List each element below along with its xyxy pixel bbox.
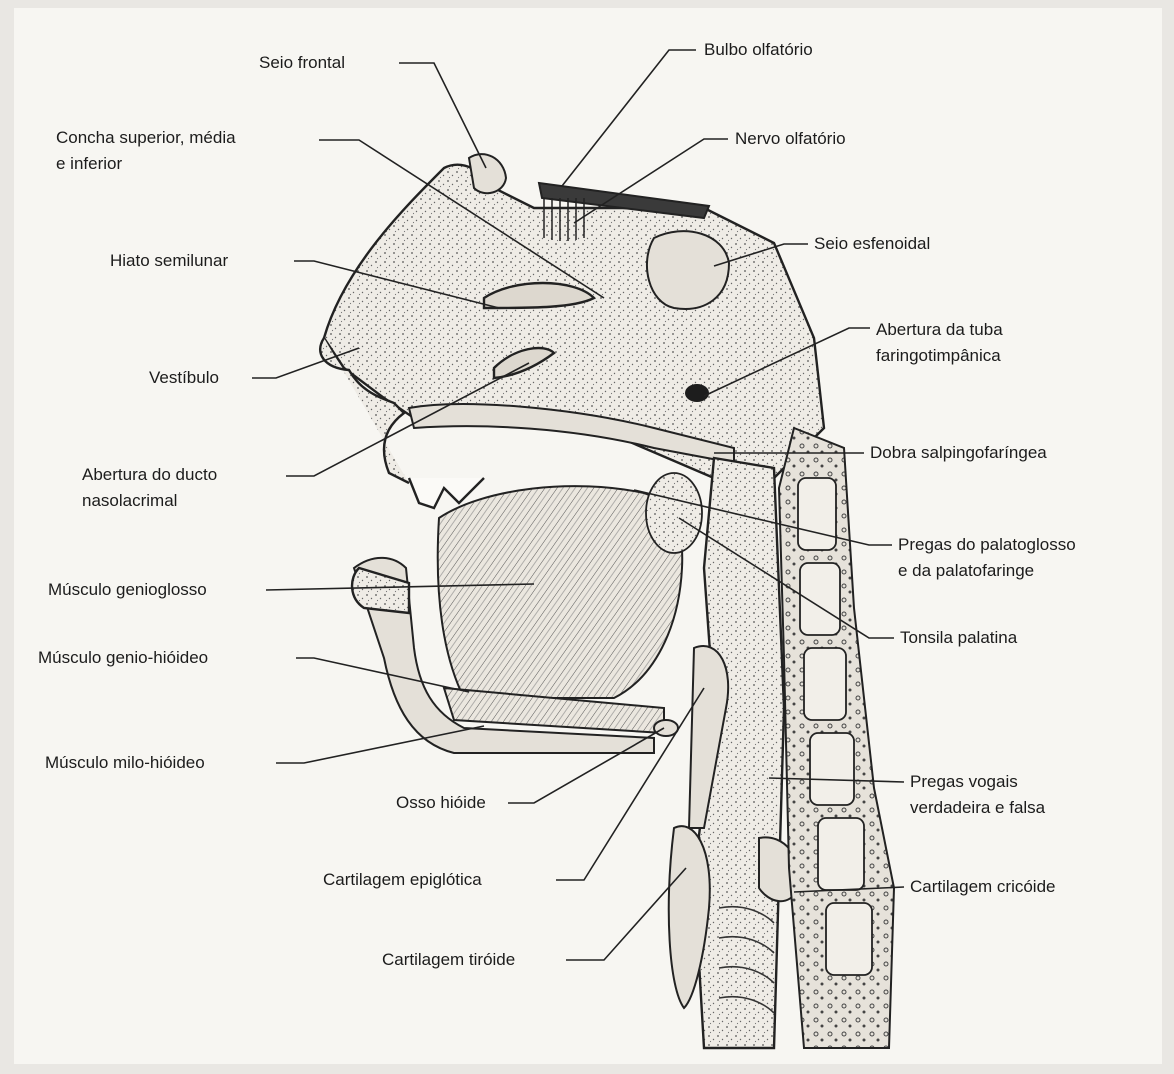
label-osso-hioide: Osso hióide	[396, 793, 486, 812]
label-esfenoidal: Seio esfenoidal	[814, 234, 930, 253]
label-ducto-line1: Abertura do ducto	[82, 465, 217, 484]
hyoid-bone	[654, 720, 678, 736]
label-seio-frontal: Seio frontal	[259, 53, 345, 72]
label-milo-hioideo: Músculo milo-hióideo	[45, 753, 205, 772]
sagittal-head-diagram: Seio frontal Concha superior, média e in…	[14, 8, 1162, 1064]
label-pregas-pal-line1: Pregas do palatoglosso	[898, 535, 1076, 554]
label-vogais-line2: verdadeira e falsa	[910, 798, 1046, 817]
label-vestibulo: Vestíbulo	[149, 368, 219, 387]
label-pregas-pal-line2: e da palatofaringe	[898, 561, 1034, 580]
label-ducto-line2: nasolacrimal	[82, 491, 177, 510]
label-epiglotica: Cartilagem epiglótica	[323, 870, 482, 889]
label-nervo: Nervo olfatório	[735, 129, 846, 148]
label-genio-hioideo: Músculo genio-hióideo	[38, 648, 208, 667]
tube-opening	[685, 384, 709, 402]
label-genioglosso: Músculo genioglosso	[48, 580, 207, 599]
label-salpingo: Dobra salpingofaríngea	[870, 443, 1047, 462]
label-hiato: Hiato semilunar	[110, 251, 228, 270]
label-bulbo: Bulbo olfatório	[704, 40, 813, 59]
palatine-tonsil	[646, 473, 702, 553]
label-concha-line2: e inferior	[56, 154, 122, 173]
label-tiroide: Cartilagem tiróide	[382, 950, 515, 969]
sphenoid-sinus	[647, 231, 729, 309]
label-vogais-line1: Pregas vogais	[910, 772, 1018, 791]
label-cricoide: Cartilagem cricóide	[910, 877, 1056, 896]
label-tonsila: Tonsila palatina	[900, 628, 1018, 647]
label-concha-line1: Concha superior, média	[56, 128, 236, 147]
label-tuba-line2: faringotimpânica	[876, 346, 1001, 365]
book-page: Seio frontal Concha superior, média e in…	[14, 8, 1162, 1064]
label-tuba-line1: Abertura da tuba	[876, 320, 1003, 339]
